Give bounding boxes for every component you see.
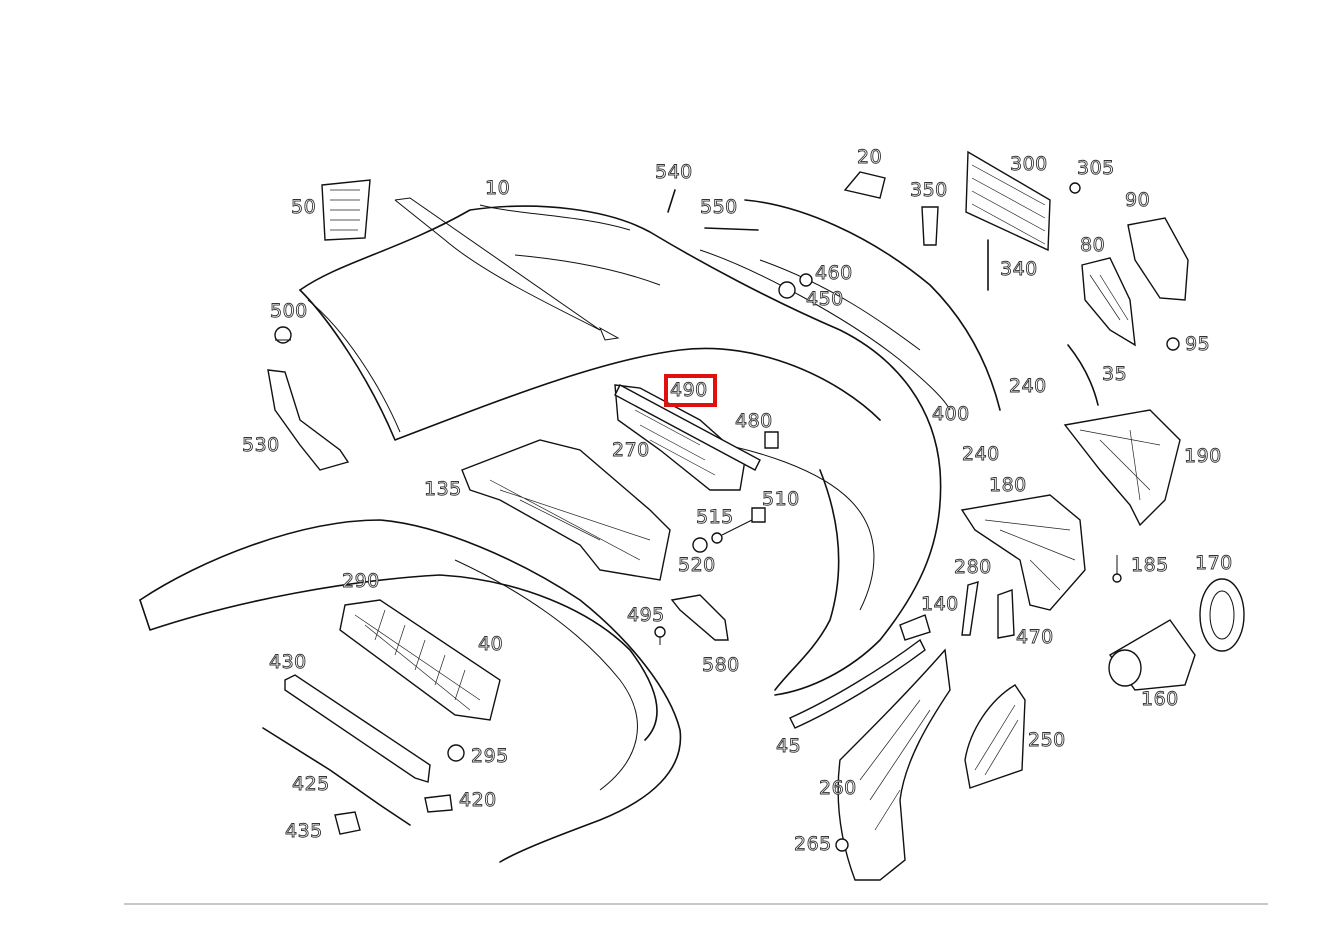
part-270-mount [614, 384, 761, 491]
part-450-460-clips [778, 273, 813, 299]
part-280-strip [961, 581, 979, 636]
label-470[interactable]: 470 [1016, 626, 1054, 648]
part-420-clip [424, 794, 453, 813]
part-95-clip [1166, 337, 1180, 351]
part-300-plate [965, 150, 1051, 252]
label-425[interactable]: 425 [292, 773, 330, 795]
part-290-grille [339, 599, 501, 721]
label-305[interactable]: 305 [1077, 157, 1115, 179]
label-190[interactable]: 190 [1184, 445, 1222, 467]
part-430-strip [284, 674, 431, 783]
label-265[interactable]: 265 [794, 833, 832, 855]
label-550[interactable]: 550 [700, 196, 738, 218]
label-400[interactable]: 400 [932, 403, 970, 425]
part-90-cover [1127, 217, 1189, 301]
part-540-550-pins [667, 189, 759, 231]
part-135-carrier [461, 439, 671, 581]
part-180-bracket [960, 494, 1086, 611]
label-580[interactable]: 580 [702, 654, 740, 676]
part-425-wire [262, 727, 411, 826]
label-420[interactable]: 420 [459, 789, 497, 811]
label-10[interactable]: 10 [485, 177, 511, 199]
selected-part-highlight [664, 374, 717, 407]
label-295[interactable]: 295 [471, 745, 509, 767]
part-470-pad [997, 589, 1015, 639]
label-180[interactable]: 180 [989, 474, 1027, 496]
label-480[interactable]: 480 [735, 410, 773, 432]
label-240-lower[interactable]: 240 [962, 443, 1000, 465]
part-170-ring [1199, 578, 1245, 652]
part-140-clip [899, 614, 931, 641]
label-435[interactable]: 435 [285, 820, 323, 842]
part-265-clip [835, 838, 849, 852]
label-140[interactable]: 140 [921, 593, 959, 615]
label-20[interactable]: 20 [857, 146, 883, 168]
label-340[interactable]: 340 [1000, 258, 1038, 280]
label-510[interactable]: 510 [762, 488, 800, 510]
label-185[interactable]: 185 [1131, 554, 1169, 576]
label-80[interactable]: 80 [1080, 234, 1106, 256]
part-495-screw [654, 626, 666, 645]
part-160-tailpipe [1108, 619, 1196, 691]
label-45[interactable]: 45 [776, 735, 802, 757]
part-250-bracket [964, 684, 1026, 789]
label-530[interactable]: 530 [242, 434, 280, 456]
label-520[interactable]: 520 [678, 554, 716, 576]
part-35-strip [1067, 344, 1099, 406]
label-280[interactable]: 280 [954, 556, 992, 578]
label-250[interactable]: 250 [1028, 729, 1066, 751]
footer-divider [124, 903, 1268, 905]
part-500-clip [274, 326, 292, 344]
part-10-bumper-cover [299, 197, 942, 696]
label-40[interactable]: 40 [478, 633, 504, 655]
label-90[interactable]: 90 [1125, 189, 1151, 211]
label-540[interactable]: 540 [655, 161, 693, 183]
part-260-bracket [837, 648, 951, 881]
label-515[interactable]: 515 [696, 506, 734, 528]
part-20-cap [843, 171, 886, 199]
part-510-515-520-hardware [692, 507, 766, 553]
part-480-clip [764, 431, 779, 449]
part-185-bolt [1112, 555, 1122, 583]
label-430[interactable]: 430 [269, 651, 307, 673]
label-170[interactable]: 170 [1195, 552, 1233, 574]
part-400-trim [699, 199, 1001, 411]
label-350[interactable]: 350 [910, 179, 948, 201]
part-350-plug [921, 206, 939, 246]
part-40-lower-bumper [139, 519, 682, 863]
part-530-bracket [267, 369, 350, 471]
label-160[interactable]: 160 [1141, 688, 1179, 710]
label-270[interactable]: 270 [612, 439, 650, 461]
part-295-clip [447, 744, 465, 762]
part-580-bracket [670, 594, 729, 641]
part-435-clip [334, 811, 361, 835]
label-95[interactable]: 95 [1185, 333, 1211, 355]
part-305-screw [1069, 182, 1081, 194]
label-500[interactable]: 500 [270, 300, 308, 322]
label-490[interactable]: 490 [670, 379, 708, 401]
label-35[interactable]: 35 [1102, 363, 1128, 385]
part-190-bracket [1063, 409, 1181, 527]
label-460[interactable]: 460 [815, 262, 853, 284]
label-290[interactable]: 290 [342, 570, 380, 592]
label-135[interactable]: 135 [424, 478, 462, 500]
part-45-strip [789, 638, 926, 729]
part-50-bracket [321, 179, 371, 241]
label-495[interactable]: 495 [627, 604, 665, 626]
label-50[interactable]: 50 [291, 196, 317, 218]
label-240-upper[interactable]: 240 [1009, 375, 1047, 397]
label-300[interactable]: 300 [1010, 153, 1048, 175]
label-450[interactable]: 450 [806, 288, 844, 310]
label-260[interactable]: 260 [819, 777, 857, 799]
part-80-bracket [1081, 257, 1136, 347]
